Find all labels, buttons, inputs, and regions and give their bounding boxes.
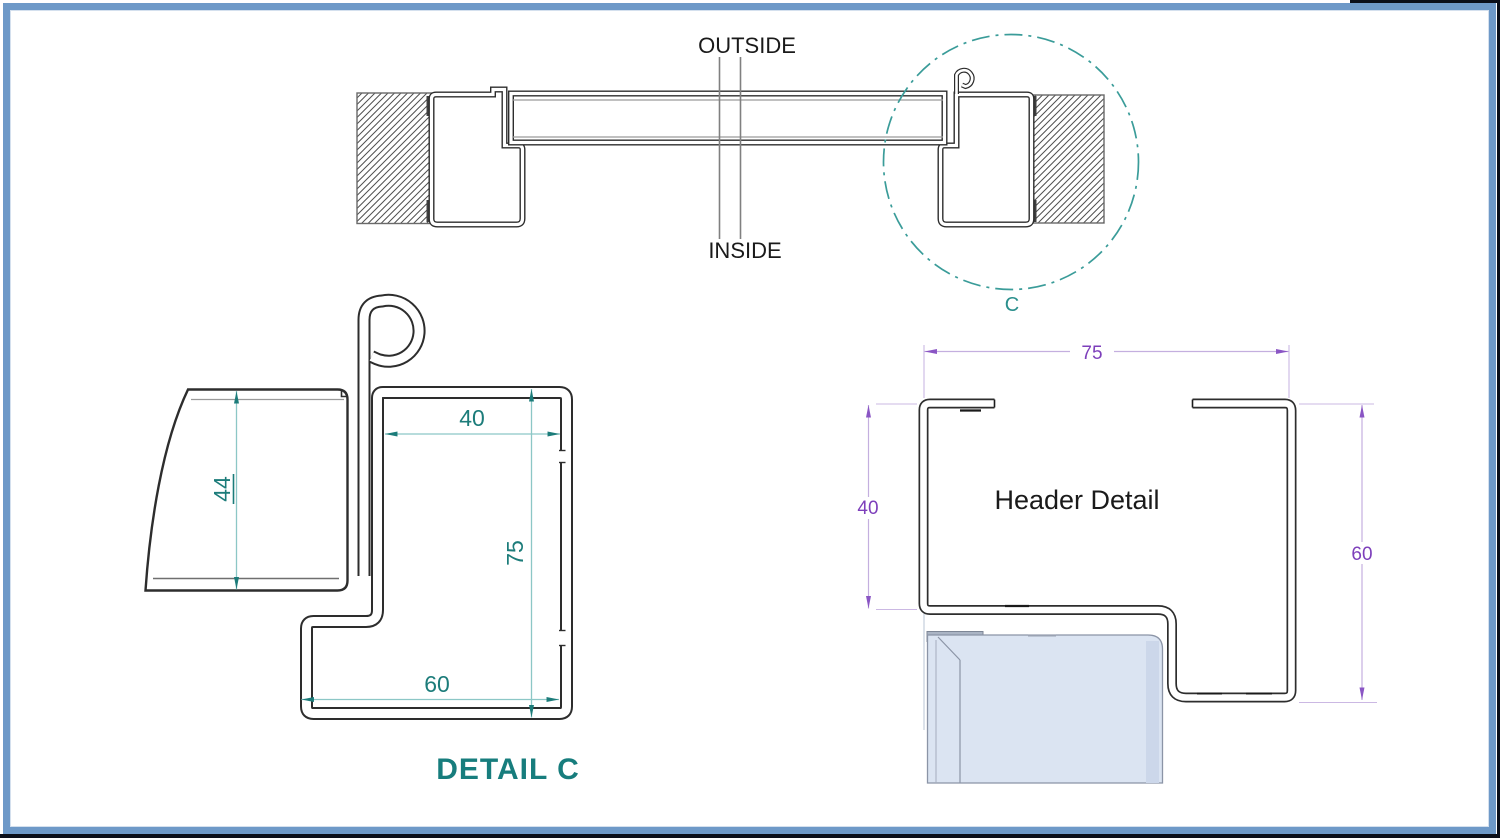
right-wall-hatch bbox=[1030, 94, 1105, 224]
dim-44-value: 44 bbox=[209, 476, 235, 502]
page-border bbox=[3, 3, 1496, 834]
header-detail-title: Header Detail bbox=[994, 485, 1159, 515]
left-wall-hatch bbox=[356, 92, 433, 225]
door-panel-3d bbox=[926, 631, 1164, 784]
dim-text-gap bbox=[1070, 341, 1114, 362]
outside-label: OUTSIDE bbox=[698, 33, 796, 58]
page-shadow-bottom bbox=[0, 834, 1500, 838]
dim-text-gap bbox=[854, 497, 883, 519]
dim-40-height-value: 40 bbox=[857, 498, 878, 519]
inside-label: INSIDE bbox=[708, 238, 781, 263]
section-view: OUTSIDE INSIDE C bbox=[356, 33, 1140, 316]
panel-edge-shade bbox=[1146, 641, 1159, 783]
panel-fold-diagonal bbox=[937, 636, 961, 661]
frame-profile-detail bbox=[307, 393, 567, 714]
dim-40-value: 40 bbox=[459, 405, 485, 431]
seam-gap-lower bbox=[559, 630, 566, 646]
dim-75: 75 bbox=[502, 389, 534, 718]
dim-75-width: 75 bbox=[923, 341, 1290, 398]
door-leaf-section bbox=[144, 388, 349, 592]
door-slab bbox=[511, 94, 945, 143]
header-detail-view: 75 40 60 Header Detail bbox=[854, 341, 1378, 784]
dim-60-height-value: 60 bbox=[1351, 544, 1372, 565]
leaf-corner-tick bbox=[340, 390, 348, 398]
dim-60-value: 60 bbox=[424, 671, 450, 697]
right-jamb-weatherstrip-curl bbox=[957, 70, 973, 94]
detail-c-title: DETAIL C bbox=[436, 753, 580, 786]
right-jamb-profile bbox=[941, 95, 1032, 225]
dim-60-height: 60 bbox=[1299, 403, 1378, 704]
header-profile bbox=[924, 400, 1292, 698]
dim-44: 44 bbox=[209, 391, 239, 590]
detail-c-view: 44 40 75 60 DETAIL C bbox=[144, 300, 580, 786]
page-shadow-top bbox=[1350, 0, 1500, 3]
detail-circle bbox=[882, 33, 1140, 291]
dim-40-height: 40 bbox=[854, 403, 917, 611]
dim-40: 40 bbox=[385, 405, 560, 437]
page-shadow-right bbox=[1497, 0, 1500, 838]
dim-text-gap bbox=[1347, 542, 1378, 564]
seam-gap-upper bbox=[559, 450, 566, 463]
dim-75-value: 75 bbox=[502, 540, 528, 566]
detail-circle-label: C bbox=[1005, 294, 1019, 316]
dim-60: 60 bbox=[301, 671, 559, 702]
dim-75-width-value: 75 bbox=[1081, 343, 1102, 364]
panel-face bbox=[926, 634, 1164, 784]
